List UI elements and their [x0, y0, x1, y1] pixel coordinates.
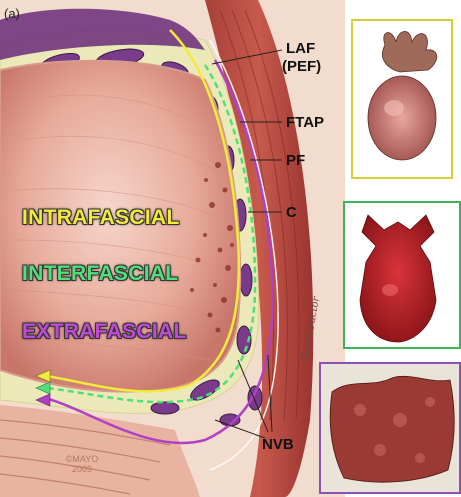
- callout-pf: PF: [286, 152, 305, 169]
- copyright-line-1: ©MAYO: [62, 454, 102, 464]
- specimen-photo-3: [320, 363, 460, 493]
- callout-pef: (PEF): [282, 58, 321, 75]
- callout-c: C: [286, 204, 297, 221]
- panel-label: (a): [4, 6, 20, 21]
- callout-laf: LAF: [286, 40, 315, 57]
- zone-intrafascial: INTRAFASCIAL: [22, 206, 180, 230]
- copyright-line-2: 2009: [62, 464, 102, 474]
- copyright-mark: ©MAYO 2009: [62, 454, 102, 474]
- callout-nvb: NVB: [262, 436, 294, 453]
- specimen-photo-2: [344, 202, 460, 348]
- zone-interfascial: INTERFASCIAL: [22, 262, 178, 286]
- callout-ftap: FTAP: [286, 114, 324, 131]
- zone-extrafascial: EXTRAFASCIAL: [22, 320, 187, 344]
- specimen-photo-1: [352, 20, 452, 178]
